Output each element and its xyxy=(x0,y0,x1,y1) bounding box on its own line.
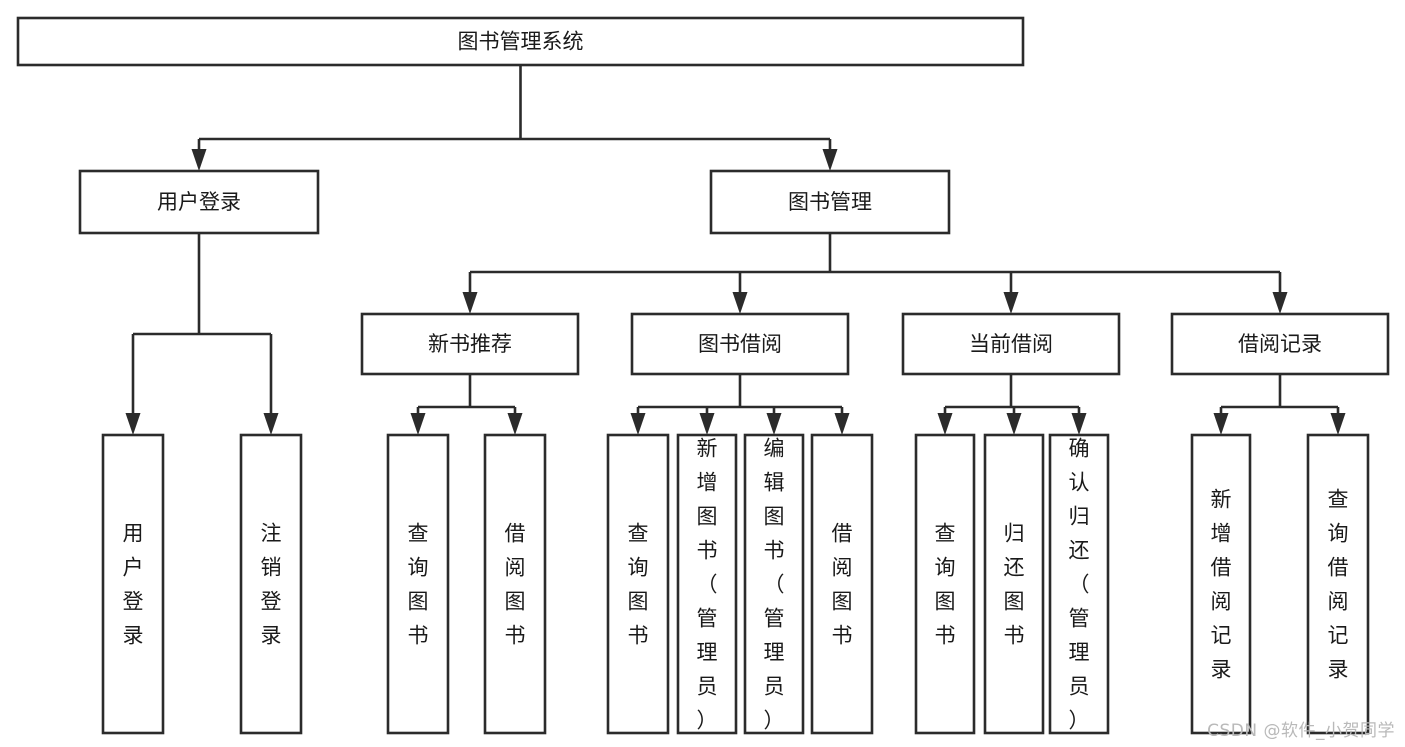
node-label: 新增图书（管理员） xyxy=(697,436,718,732)
connector-group-current-borrow xyxy=(937,374,1087,435)
arrowhead-icon xyxy=(1272,292,1288,314)
csdn-watermark: CSDN @软件_小贺同学 xyxy=(1207,721,1395,741)
node-label: 当前借阅 xyxy=(969,332,1053,356)
arrowhead-icon xyxy=(937,413,953,435)
node-user-login[interactable]: 用户登录 xyxy=(78,169,320,235)
node-box[interactable] xyxy=(78,169,320,235)
node-label: 确认归还（管理员） xyxy=(1069,436,1090,732)
node-label: 图书借阅 xyxy=(698,332,782,356)
connector-group-borrow-record xyxy=(1213,374,1346,435)
node-box[interactable] xyxy=(810,433,874,735)
node-label: 新书推荐 xyxy=(428,332,512,356)
node-borrow-record[interactable]: 借阅记录 xyxy=(1170,312,1390,376)
arrowhead-icon xyxy=(732,292,748,314)
node-box[interactable] xyxy=(606,433,670,735)
node-box[interactable] xyxy=(901,312,1121,376)
node-leaf-query-book-a[interactable]: 查询图书 xyxy=(386,433,450,735)
connector-layer xyxy=(125,65,1346,435)
arrowhead-icon xyxy=(191,149,207,171)
arrowhead-icon xyxy=(1071,413,1087,435)
node-leaf-query-book-c[interactable]: 查询图书 xyxy=(914,433,976,735)
node-label: 查询图书 xyxy=(408,521,429,647)
node-leaf-query-record[interactable]: 查询借阅记录 xyxy=(1306,433,1370,735)
node-box[interactable] xyxy=(101,433,165,735)
connector-group-user-login xyxy=(125,233,279,435)
arrowhead-icon xyxy=(1006,413,1022,435)
node-layer: 图书管理系统用户登录图书管理新书推荐图书借阅当前借阅借阅记录用户登录注销登录查询… xyxy=(16,16,1390,735)
node-label: 查询图书 xyxy=(628,521,649,647)
node-leaf-confirm-return[interactable]: 确认归还（管理员） xyxy=(1048,433,1110,735)
connector-group-book-borrow xyxy=(630,374,850,435)
node-label: 用户登录 xyxy=(157,190,241,214)
node-box[interactable] xyxy=(1170,312,1390,376)
node-current-borrow[interactable]: 当前借阅 xyxy=(901,312,1121,376)
node-label: 注销登录 xyxy=(261,521,282,647)
node-box[interactable] xyxy=(983,433,1045,735)
node-leaf-add-record[interactable]: 新增借阅记录 xyxy=(1190,433,1252,735)
node-root[interactable]: 图书管理系统 xyxy=(16,16,1025,67)
arrowhead-icon xyxy=(1003,292,1019,314)
node-box[interactable] xyxy=(743,433,805,735)
arrowhead-icon xyxy=(630,413,646,435)
node-box[interactable] xyxy=(630,312,850,376)
node-label: 借阅记录 xyxy=(1238,332,1322,356)
node-box[interactable] xyxy=(1048,433,1110,735)
node-label: 查询图书 xyxy=(935,521,956,647)
node-leaf-borrow-book-a[interactable]: 借阅图书 xyxy=(483,433,547,735)
node-box[interactable] xyxy=(1306,433,1370,735)
node-leaf-edit-book[interactable]: 编辑图书（管理员） xyxy=(743,433,805,735)
arrowhead-icon xyxy=(462,292,478,314)
node-label: 用户登录 xyxy=(123,521,144,647)
node-box[interactable] xyxy=(360,312,580,376)
connector-group-root xyxy=(191,65,838,171)
node-label: 图书管理 xyxy=(788,190,872,214)
arrowhead-icon xyxy=(834,413,850,435)
node-box[interactable] xyxy=(386,433,450,735)
node-book-borrow[interactable]: 图书借阅 xyxy=(630,312,850,376)
arrowhead-icon xyxy=(125,413,141,435)
arrowhead-icon xyxy=(1213,413,1229,435)
node-label: 借阅图书 xyxy=(832,521,853,647)
node-box[interactable] xyxy=(709,169,951,235)
node-leaf-borrow-book-b[interactable]: 借阅图书 xyxy=(810,433,874,735)
node-leaf-query-book-b[interactable]: 查询图书 xyxy=(606,433,670,735)
node-new-book-rec[interactable]: 新书推荐 xyxy=(360,312,580,376)
node-label: 新增借阅记录 xyxy=(1211,487,1232,681)
connector-group-book-manage xyxy=(462,233,1288,314)
arrowhead-icon xyxy=(699,413,715,435)
arrowhead-icon xyxy=(263,413,279,435)
arrowhead-icon xyxy=(822,149,838,171)
node-book-manage[interactable]: 图书管理 xyxy=(709,169,951,235)
arrowhead-icon xyxy=(507,413,523,435)
arrowhead-icon xyxy=(766,413,782,435)
node-leaf-logout[interactable]: 注销登录 xyxy=(239,433,303,735)
node-label: 图书管理系统 xyxy=(458,30,584,54)
node-label: 借阅图书 xyxy=(505,521,526,647)
arrowhead-icon xyxy=(1330,413,1346,435)
node-label: 查询借阅记录 xyxy=(1328,487,1349,681)
node-box[interactable] xyxy=(914,433,976,735)
node-label: 归还图书 xyxy=(1004,521,1025,647)
node-leaf-user-login[interactable]: 用户登录 xyxy=(101,433,165,735)
node-box[interactable] xyxy=(239,433,303,735)
node-leaf-return-book[interactable]: 归还图书 xyxy=(983,433,1045,735)
node-leaf-add-book[interactable]: 新增图书（管理员） xyxy=(676,433,738,735)
node-box[interactable] xyxy=(1190,433,1252,735)
node-box[interactable] xyxy=(16,16,1025,67)
node-label: 编辑图书（管理员） xyxy=(764,436,785,732)
node-box[interactable] xyxy=(676,433,738,735)
node-box[interactable] xyxy=(483,433,547,735)
connector-group-new-book-rec xyxy=(410,374,523,435)
arrowhead-icon xyxy=(410,413,426,435)
